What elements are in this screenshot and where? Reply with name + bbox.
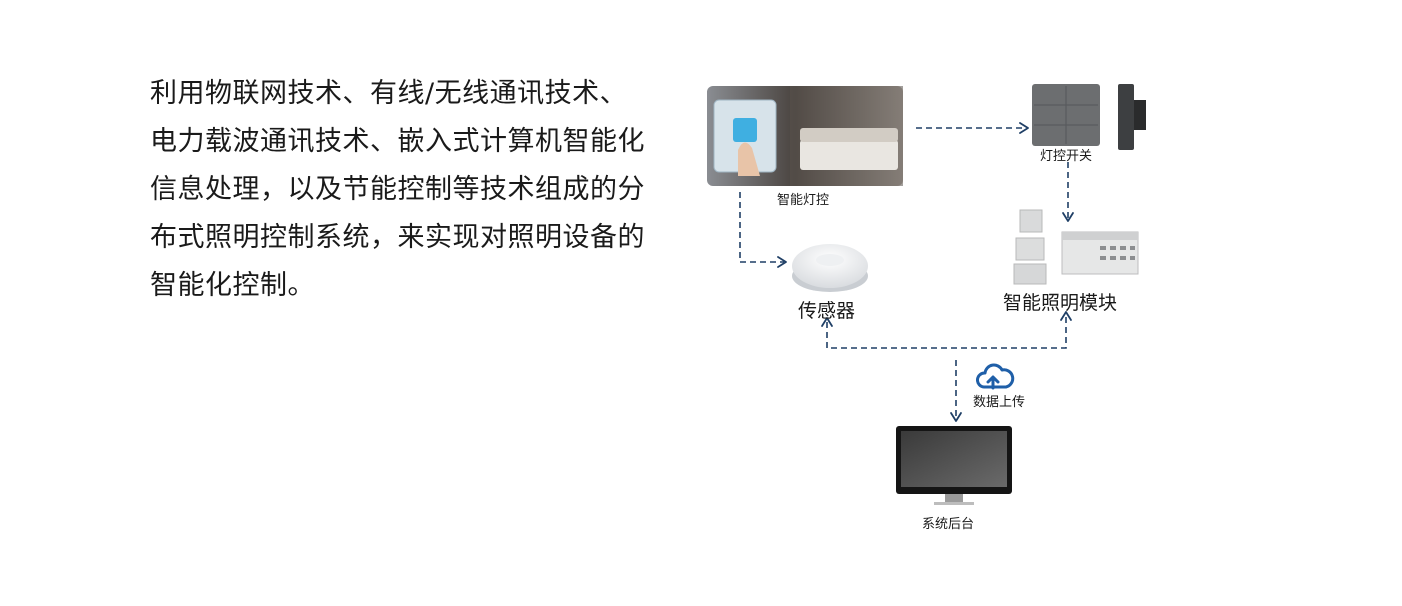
lighting-module-image bbox=[1013, 209, 1139, 285]
cloud-upload-icon bbox=[976, 363, 1015, 390]
label-lighting-module: 智能照明模块 bbox=[1003, 292, 1118, 314]
arrow-control-to-sensor bbox=[739, 192, 784, 263]
arrowhead-sensor bbox=[777, 256, 787, 268]
label-smart-light-control: 智能灯控 bbox=[777, 193, 830, 208]
label-backend: 系统后台 bbox=[922, 517, 975, 532]
backend-monitor-image bbox=[896, 426, 1012, 505]
label-sensor: 传感器 bbox=[798, 300, 856, 322]
arrowhead-switch bbox=[1019, 122, 1029, 134]
arrow-bus-to-sensor bbox=[826, 316, 1067, 349]
arrowhead-sensor-up bbox=[821, 317, 833, 327]
light-switch-image bbox=[1032, 84, 1146, 150]
label-light-switch: 灯控开关 bbox=[1040, 149, 1093, 164]
arrowhead-backend bbox=[950, 412, 962, 422]
arrowhead-module-up bbox=[1060, 311, 1072, 321]
sensor-image bbox=[792, 244, 868, 292]
arrowhead-module bbox=[1062, 212, 1074, 222]
label-data-upload: 数据上传 bbox=[973, 395, 1026, 410]
intro-paragraph: 利用物联网技术、有线/无线通讯技术、电力载波通讯技术、嵌入式计算机智能化信息处理… bbox=[150, 78, 645, 301]
smart-light-control-image bbox=[707, 86, 903, 186]
